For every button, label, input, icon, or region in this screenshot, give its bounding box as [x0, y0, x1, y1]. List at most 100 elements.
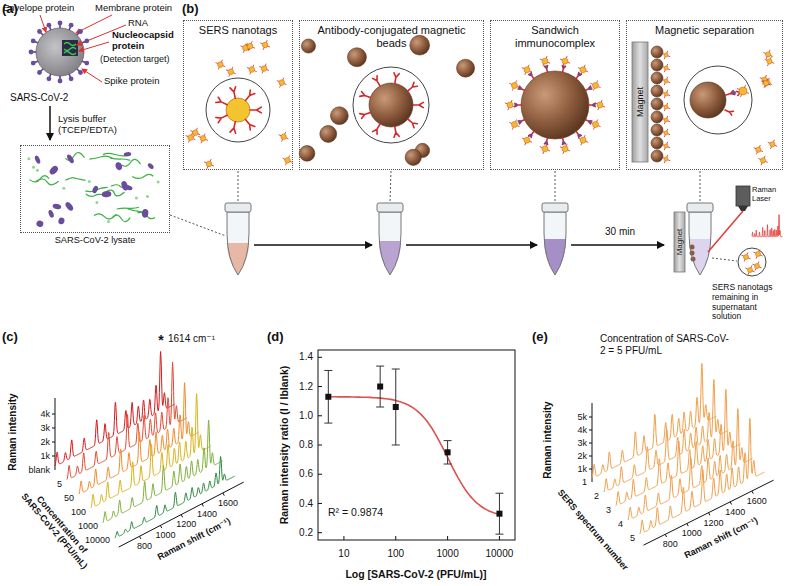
- tick-label: 1000: [436, 548, 458, 560]
- axis-tick: [343, 536, 344, 540]
- rna-fragment: [117, 207, 139, 209]
- laser-beam: [708, 211, 743, 252]
- antibody: [548, 150, 550, 152]
- antibody: [568, 62, 570, 64]
- sers-nanotag: [593, 82, 599, 88]
- antibody: [566, 144, 568, 146]
- nucleocapsid-protein: [27, 157, 30, 160]
- antibody: [243, 50, 245, 52]
- antibody: [662, 118, 664, 120]
- axis-tick: [318, 503, 322, 504]
- spike-protein: [37, 29, 42, 34]
- magnetic-bead: [301, 39, 315, 53]
- antibody: [286, 137, 288, 139]
- spike-protein: [47, 76, 52, 81]
- raman-spectrum: [103, 420, 223, 523]
- viral-protein: [66, 154, 75, 165]
- process-arrow: [254, 244, 372, 246]
- antibody: [603, 106, 605, 108]
- antibody: [664, 57, 666, 59]
- antibody: [522, 138, 524, 140]
- sers-nanotag: [664, 66, 668, 70]
- sers-nanotag: [279, 80, 285, 86]
- antibody: [226, 69, 228, 71]
- antibody: [212, 165, 214, 167]
- tick-label: 10000: [85, 535, 110, 545]
- zoom-circle: [353, 67, 429, 143]
- sers-nanotag: [770, 142, 775, 147]
- antibody: [530, 70, 532, 72]
- sers-nanotag: [664, 105, 668, 109]
- antibody: [233, 72, 235, 74]
- antibody: [263, 48, 265, 50]
- antibody: [756, 256, 758, 258]
- antibody: [507, 108, 509, 110]
- viral-protein: [64, 201, 74, 212]
- antibody: [517, 125, 519, 127]
- axis-tick: [52, 456, 55, 457]
- nucleocapsid-protein: [88, 180, 91, 183]
- process-arrow: [49, 106, 51, 140]
- antibody: [260, 42, 262, 44]
- antibody: [746, 252, 748, 254]
- antibody: [284, 132, 286, 134]
- antibody: [191, 133, 193, 135]
- step-box: SERS nanotags: [183, 20, 293, 170]
- antibody: [201, 141, 203, 143]
- leader-line: [238, 171, 239, 202]
- nucleocapsid-protein: [95, 201, 98, 204]
- sers-nanotag: [763, 81, 768, 86]
- antibody: [593, 127, 595, 129]
- sers-nanotag: [507, 102, 513, 108]
- antibody: [578, 67, 580, 69]
- sers-nanotag: [562, 146, 568, 152]
- spike-protein: [58, 21, 63, 26]
- antibody: [760, 77, 762, 79]
- antibody: [394, 127, 399, 138]
- antibody: [188, 140, 190, 142]
- rna-fragment: [86, 194, 103, 196]
- sers-nanotag: [760, 158, 765, 163]
- antibody: [221, 60, 223, 62]
- axis-line: [55, 398, 56, 470]
- nucleocapsid-protein: [732, 91, 736, 95]
- axis-tick: [730, 502, 731, 505]
- panel-letter: (c): [2, 330, 18, 345]
- antibody: [668, 107, 670, 109]
- antibody: [528, 65, 530, 67]
- panel-letter: (e): [532, 330, 548, 345]
- antibody: [759, 266, 761, 268]
- antibody: [662, 79, 664, 81]
- antibody: [767, 78, 769, 80]
- sers-nanotag: [765, 52, 770, 57]
- sers-nanotag: [597, 102, 603, 108]
- axis-tick: [318, 532, 322, 533]
- virus-cutaway: [62, 40, 78, 56]
- antibody: [596, 119, 598, 121]
- rna-fragment: [89, 156, 112, 159]
- antibody: [279, 134, 281, 136]
- antibody: [198, 133, 200, 135]
- tick-label: 1.2: [299, 381, 313, 393]
- error-bar: [444, 440, 452, 441]
- antibody: [524, 143, 526, 145]
- tick-label: 10: [338, 548, 349, 560]
- antibody: [601, 100, 603, 102]
- gold-nanoparticle: [226, 98, 250, 122]
- antibody: [373, 124, 380, 134]
- antibody: [586, 141, 588, 143]
- nucleocapsid-protein: [562, 141, 566, 145]
- sers-nanotag: [580, 67, 586, 73]
- viral-protein: [48, 164, 59, 175]
- antibody: [518, 120, 524, 124]
- viral-protein: [115, 161, 123, 171]
- antibody: [662, 66, 664, 68]
- error-bar: [324, 423, 332, 424]
- antibody: [768, 84, 770, 86]
- rna-fragment: [110, 158, 130, 160]
- tick-label: 2: [594, 491, 599, 501]
- nucleocapsid-protein: [545, 65, 549, 69]
- magnetic-bead: [299, 146, 315, 162]
- spike-protein: [29, 50, 34, 55]
- sers-nanotag: [206, 161, 212, 167]
